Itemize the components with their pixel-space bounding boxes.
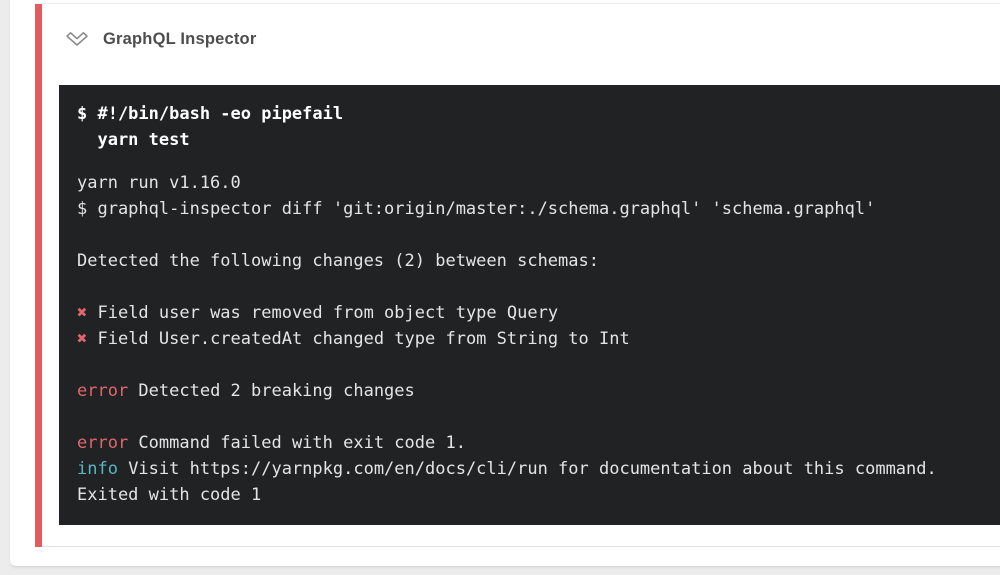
terminal-command-block: $ #!/bin/bash -eo pipefail yarn test bbox=[77, 101, 1000, 153]
terminal-line bbox=[77, 222, 1000, 248]
terminal-line: ✖ Field user was removed from object typ… bbox=[77, 303, 559, 323]
step-title: GraphQL Inspector bbox=[103, 29, 257, 48]
terminal-line: Exited with code 1 bbox=[77, 485, 262, 505]
terminal-line: ✖ Field User.createdAt changed type from… bbox=[77, 329, 630, 349]
steps-panel: GraphQL Inspector $ #!/bin/bash -eo pipe… bbox=[10, 0, 1000, 567]
terminal-command-line: $ #!/bin/bash -eo pipefail bbox=[77, 104, 344, 124]
step-card-graphql-inspector: GraphQL Inspector $ #!/bin/bash -eo pipe… bbox=[35, 3, 1000, 547]
terminal-line: $ graphql-inspector diff 'git:origin/mas… bbox=[77, 199, 876, 219]
terminal-command-line: yarn test bbox=[77, 130, 190, 150]
terminal-line: error Detected 2 breaking changes bbox=[77, 381, 415, 401]
terminal-line: info Visit https://yarnpkg.com/en/docs/c… bbox=[77, 459, 937, 479]
terminal-line bbox=[77, 352, 1000, 378]
terminal-line: Detected the following changes (2) betwe… bbox=[77, 251, 599, 271]
terminal-line bbox=[77, 404, 1000, 430]
failed-status-stripe bbox=[35, 4, 42, 547]
terminal-log: yarn run v1.16.0 $ graphql-inspector diff… bbox=[77, 170, 1000, 508]
terminal-line: yarn run v1.16.0 bbox=[77, 173, 241, 193]
chevron-down-icon[interactable] bbox=[64, 29, 90, 49]
step-header[interactable]: GraphQL Inspector bbox=[42, 4, 1000, 52]
terminal-output: $ #!/bin/bash -eo pipefail yarn test yar… bbox=[59, 85, 1000, 525]
terminal-line bbox=[77, 274, 1000, 300]
terminal-line: error Command failed with exit code 1. bbox=[77, 433, 466, 453]
